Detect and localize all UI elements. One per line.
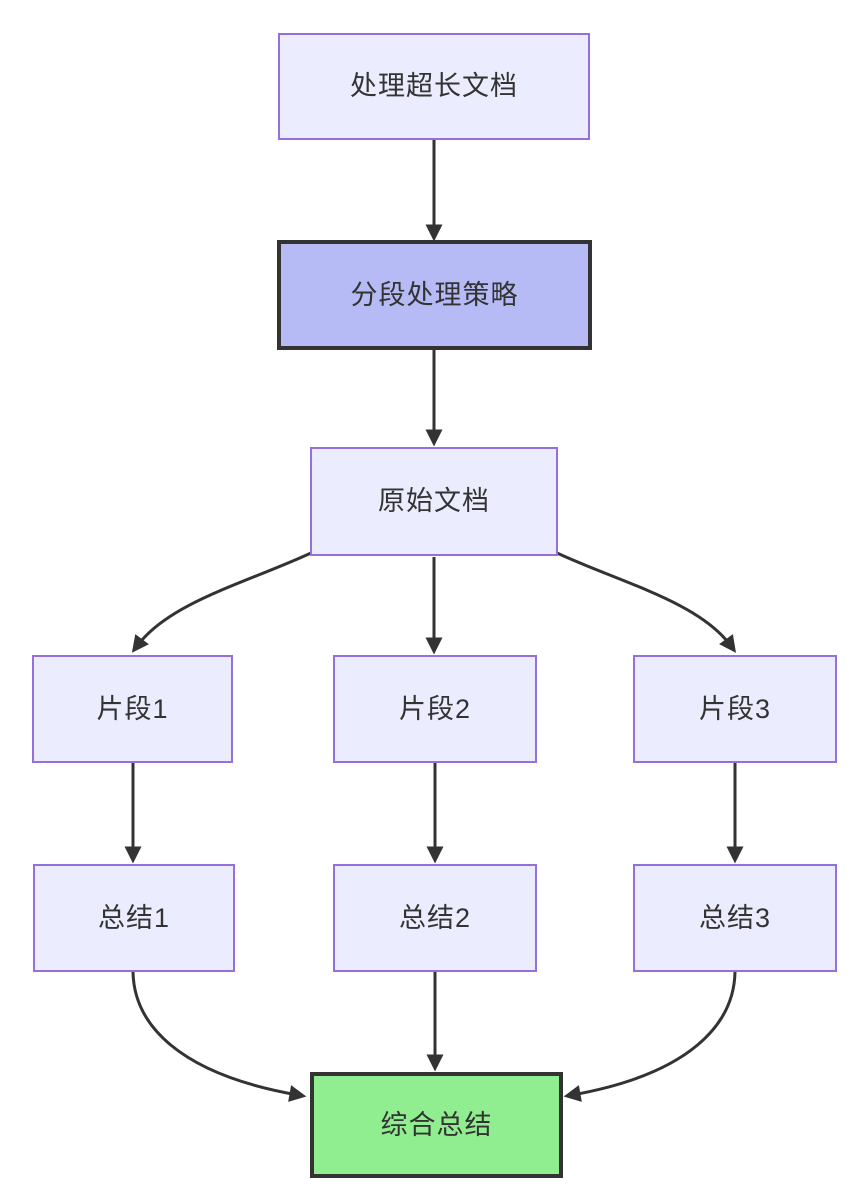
node-final-summary: 综合总结: [310, 1072, 563, 1178]
node-original-doc-label: 原始文档: [378, 486, 490, 516]
node-final-summary-label: 综合总结: [380, 1109, 493, 1140]
node-fragment-2-label: 片段2: [398, 693, 472, 724]
node-summary-1: 总结1: [33, 864, 235, 972]
edge-summary-3-to-final: [563, 971, 737, 1102]
node-summary-2: 总结2: [333, 864, 537, 972]
node-fragment-2: 片段2: [333, 655, 537, 763]
node-original-doc: 原始文档: [310, 447, 558, 556]
node-process-long-doc-label: 处理超长文档: [350, 71, 518, 101]
edge-doc-to-fragment-3: [556, 551, 737, 653]
edge-doc-to-fragment-1: [131, 551, 312, 653]
node-fragment-3-label: 片段3: [698, 693, 772, 724]
node-summary-3: 总结3: [633, 864, 837, 972]
node-summary-3-label: 总结3: [698, 902, 772, 933]
node-segment-strategy: 分段处理策略: [277, 240, 592, 350]
node-segment-strategy-label: 分段处理策略: [350, 279, 519, 310]
node-process-long-doc: 处理超长文档: [278, 33, 590, 140]
node-fragment-3: 片段3: [633, 655, 837, 763]
node-fragment-1-label: 片段1: [96, 693, 169, 724]
edge-summary-1-to-final: [131, 971, 307, 1102]
node-fragment-1: 片段1: [32, 655, 233, 763]
node-summary-1-label: 总结1: [97, 902, 171, 933]
node-summary-2-label: 总结2: [398, 902, 472, 933]
